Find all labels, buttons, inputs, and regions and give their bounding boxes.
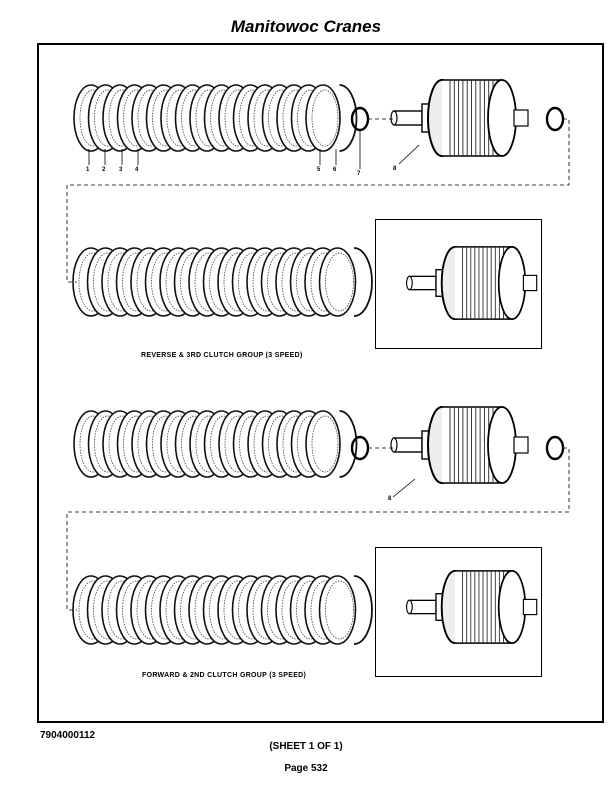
disc-teeth [311,415,339,473]
clutch-disc [318,575,357,645]
clutch-disc [318,247,357,317]
disc-stack [72,575,373,645]
disc-teeth [311,89,339,147]
disc-stack [73,410,358,478]
callout-8: 8 [393,166,397,172]
snap-ring [353,575,373,645]
callout-6: 6 [333,167,337,173]
snap-ring [339,410,358,478]
snap-ring [339,84,358,152]
hub-tail [522,274,538,292]
callout-2: 2 [102,167,106,173]
callout-leader [392,478,416,498]
snap-ring [353,247,373,317]
hub-tail [513,109,529,127]
clutch-hubs [88,79,538,645]
disc-rows [72,84,565,645]
assembled-view-inset-lower [375,547,542,677]
clutch-disc [305,410,341,478]
shaft-end [390,110,398,126]
disc-teeth [325,580,354,640]
hub-upper-assembled [405,245,538,321]
callout-leader [398,144,420,165]
hub-shaft [393,110,423,126]
callout-8-lower: 8 [388,496,392,502]
seal-ring [545,435,565,461]
hub-tail [522,598,538,616]
hub-upper-exploded [390,79,529,157]
leader-lines [66,118,570,611]
seal-ring [545,106,565,132]
seal-ring [350,106,370,132]
callout-4: 4 [135,167,139,173]
shaft-end [390,437,398,453]
assembled-view-inset-upper [375,219,542,349]
dashed-leader [66,118,570,283]
disc-stack [72,247,373,317]
page-number: Page 532 [284,763,328,774]
hub-lower-assembled [405,569,538,645]
callout-3: 3 [119,167,123,173]
caption-reverse-3rd: REVERSE & 3RD CLUTCH GROUP (3 SPEED) [141,352,303,359]
page-title: Manitowoc Cranes [230,17,382,36]
seal-ring [350,435,370,461]
hub-shaft [393,437,423,453]
illustration-frame: 1 2 3 4 5 6 7 8 8 REVERSE & 3RD CLUTCH G… [37,43,604,723]
callout-7: 7 [357,171,361,177]
hub-back [487,79,517,157]
hub-lower-exploded [390,406,529,484]
clutch-disc [305,84,341,152]
disc-stack [73,84,358,152]
sheet-indicator: (SHEET 1 OF 1) [269,741,343,752]
shaft-end [405,599,413,615]
clutch-exploded-view [66,79,570,645]
disc-teeth [325,252,354,312]
shaft-end [405,275,413,291]
caption-forward-2nd: FORWARD & 2ND CLUTCH GROUP (3 SPEED) [142,672,307,679]
callout-5: 5 [317,167,321,173]
hub-tail [513,436,529,454]
callout-1: 1 [86,167,90,173]
hub-back [487,406,517,484]
document-number: 7904000112 [40,730,96,741]
